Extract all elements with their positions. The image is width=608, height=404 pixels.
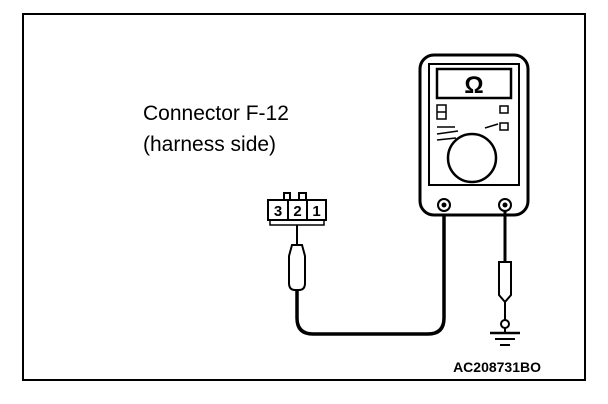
meter-display (435, 67, 513, 100)
ground-probe (498, 261, 512, 329)
test-lead-black (295, 207, 446, 336)
connector-base (269, 219, 325, 226)
ohmmeter: Ω (418, 53, 530, 217)
connector-f12: 3 2 1 (267, 192, 327, 226)
indicator-square-icon (499, 122, 509, 131)
connector-pin-3: 3 (274, 203, 282, 220)
ground-probe-handle (498, 261, 512, 304)
ohm-symbol: Ω (464, 72, 483, 99)
test-probe-pin2 (288, 225, 306, 291)
connector-pin-2: 2 (293, 203, 301, 220)
figure-frame (22, 13, 586, 381)
probe-handle (288, 244, 306, 291)
connector-label-line1: Connector F-12 (143, 102, 289, 125)
indicator-square-icon (499, 105, 509, 114)
selector-dial (446, 132, 498, 184)
figure-code: AC208731BO (453, 359, 541, 375)
connector-label-line2: (harness side) (143, 133, 276, 156)
connector-pin-1: 1 (312, 203, 320, 220)
connector-latch (283, 192, 307, 200)
ground-icon (490, 328, 520, 346)
